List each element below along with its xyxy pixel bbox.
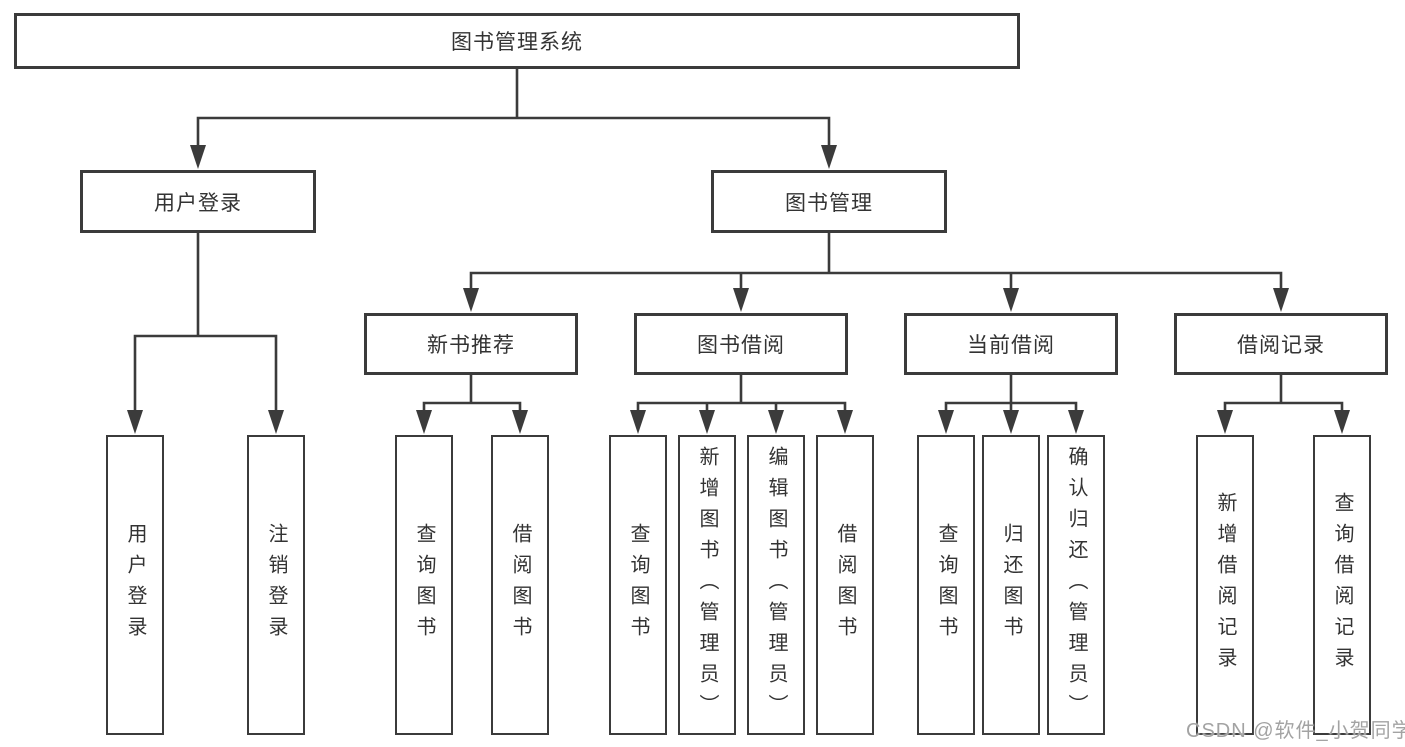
arrowheads: [127, 145, 1350, 434]
csdn-watermark: CSDN @软件_小贺同学: [1186, 720, 1405, 742]
leaf-query-books-current: 查询图书: [917, 435, 975, 735]
arrowhead-icon: [463, 288, 479, 312]
connector-borrow-record-group: [1223, 373, 1344, 413]
leaf-add-borrow-record: 新增借阅记录: [1196, 435, 1254, 735]
arrowhead-icon: [1273, 288, 1289, 312]
leaf-add-book-admin: 新增图书（管理员）: [678, 435, 736, 735]
leaf-confirm-return-admin: 确认归还（管理员）: [1047, 435, 1105, 735]
leaf-logout: 注销登录: [247, 435, 305, 735]
connector-book-borrow-group: [636, 373, 847, 413]
leaf-query-books-recommend: 查询图书: [395, 435, 453, 735]
leaf-label: 查询图书: [627, 523, 649, 647]
leaf-query-books-borrowing: 查询图书: [609, 435, 667, 735]
leaf-return-books: 归还图书: [982, 435, 1040, 735]
leaf-label: 新增借阅记录: [1214, 492, 1236, 678]
arrowhead-icon: [821, 145, 837, 169]
leaf-label: 借阅图书: [834, 523, 856, 647]
connector-user-login-branch: [133, 231, 278, 413]
connector-book-management-branch: [469, 231, 1283, 291]
leaf-label: 注销登录: [265, 523, 287, 647]
leaf-edit-book-admin: 编辑图书（管理员）: [747, 435, 805, 735]
arrowhead-icon: [938, 410, 954, 434]
connector-new-book-group: [422, 373, 522, 413]
arrowhead-icon: [127, 410, 143, 434]
leaf-label: 查询图书: [935, 523, 957, 647]
arrowhead-icon: [1003, 410, 1019, 434]
arrowhead-icon: [699, 410, 715, 434]
leaf-label: 查询图书: [413, 523, 435, 647]
arrowhead-icon: [837, 410, 853, 434]
node-current-borrowing: 当前借阅: [904, 313, 1118, 375]
leaf-label: 借阅图书: [509, 523, 531, 647]
node-book-borrowing: 图书借阅: [634, 313, 848, 375]
node-borrowing-records: 借阅记录: [1174, 313, 1388, 375]
leaf-borrow-books: 借阅图书: [816, 435, 874, 735]
arrowhead-icon: [630, 410, 646, 434]
arrowhead-icon: [1068, 410, 1084, 434]
arrowhead-icon: [512, 410, 528, 434]
leaf-label: 归还图书: [1000, 523, 1022, 647]
arrowhead-icon: [768, 410, 784, 434]
arrowhead-icon: [1334, 410, 1350, 434]
arrowhead-icon: [416, 410, 432, 434]
leaf-label: 新增图书（管理员）: [696, 445, 718, 725]
node-new-book-recommendation: 新书推荐: [364, 313, 578, 375]
leaf-label: 确认归还（管理员）: [1065, 445, 1087, 725]
node-user-login: 用户登录: [80, 170, 316, 233]
connector-root-to-level2: [196, 67, 831, 148]
arrowhead-icon: [1217, 410, 1233, 434]
node-library-management-system: 图书管理系统: [14, 13, 1020, 69]
leaf-label: 编辑图书（管理员）: [765, 445, 787, 725]
arrowhead-icon: [190, 145, 206, 169]
arrowhead-icon: [733, 288, 749, 312]
leaf-label: 用户登录: [124, 523, 146, 647]
leaf-label: 查询借阅记录: [1331, 492, 1353, 678]
connector-current-borrow-group: [944, 373, 1078, 413]
leaf-user-login: 用户登录: [106, 435, 164, 735]
node-book-management: 图书管理: [711, 170, 947, 233]
arrowhead-icon: [268, 410, 284, 434]
arrowhead-icon: [1003, 288, 1019, 312]
leaf-borrow-books-recommend: 借阅图书: [491, 435, 549, 735]
leaf-query-borrow-record: 查询借阅记录: [1313, 435, 1371, 735]
